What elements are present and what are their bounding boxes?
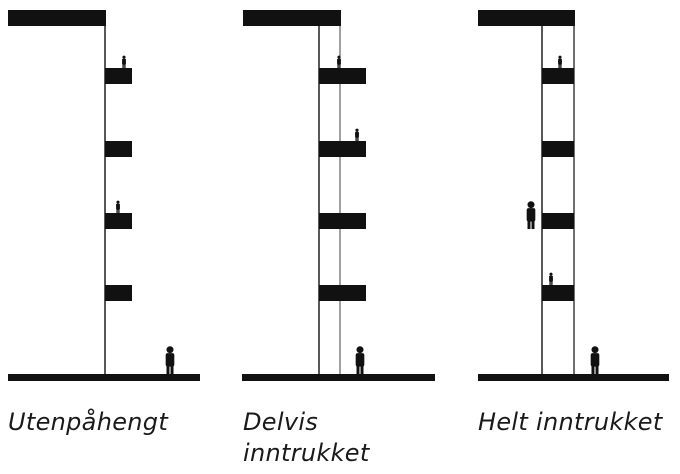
person-figure: [122, 55, 126, 68]
balcony: [542, 285, 574, 301]
person-figure: [355, 346, 365, 374]
balcony: [105, 213, 132, 229]
person-figure: [116, 200, 120, 213]
panel-utenpahengt: [8, 10, 200, 381]
roof-slab: [243, 10, 341, 26]
ground-line: [478, 374, 669, 381]
balcony: [542, 68, 574, 84]
person-figure: [165, 346, 175, 374]
balcony: [319, 68, 366, 84]
person-figure: [590, 346, 600, 374]
panel-helt-inntrukket: [478, 10, 669, 381]
balcony: [105, 141, 132, 157]
person-figure: [549, 272, 553, 285]
person-figure: [337, 55, 341, 68]
balcony: [319, 213, 366, 229]
balcony: [542, 213, 574, 229]
person-figure: [355, 128, 359, 141]
roof-slab: [478, 10, 575, 26]
ground-line: [8, 374, 200, 381]
person-figure: [526, 201, 536, 229]
caption-delvis: Delvis: [243, 408, 319, 436]
caption-helt-inntrukket: Helt inntrukket: [478, 408, 663, 436]
balcony: [542, 141, 574, 157]
person-figure: [558, 55, 562, 68]
caption-utenpahengt: Utenpåhengt: [8, 408, 169, 436]
balcony: [319, 285, 366, 301]
roof-slab: [8, 10, 106, 26]
caption-inntrukket: inntrukket: [243, 439, 370, 467]
balcony: [105, 68, 132, 84]
balcony: [105, 285, 132, 301]
panel-delvis-inntrukket: [242, 10, 435, 381]
balcony: [319, 141, 366, 157]
ground-line: [242, 374, 435, 381]
